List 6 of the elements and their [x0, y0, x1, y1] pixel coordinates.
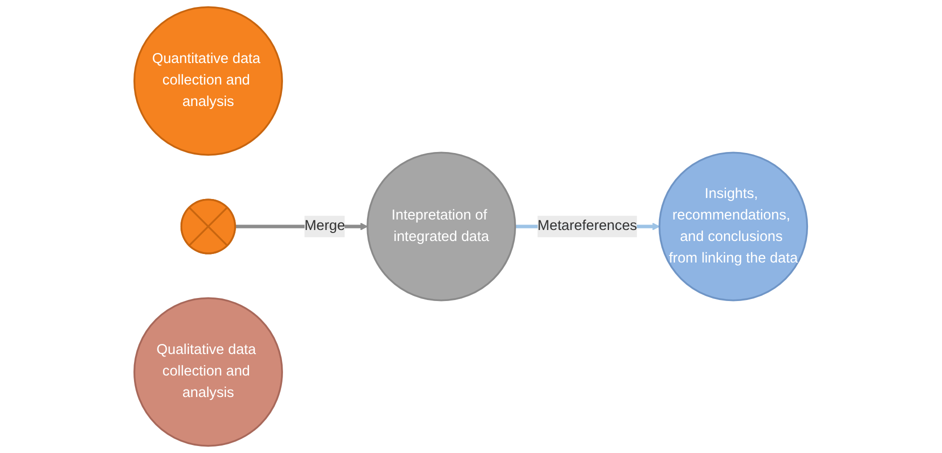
node-circle: Insights, recommendations, and conclusions from linking the data [658, 152, 808, 302]
node-circle: Quantitative data collection and analysis [134, 6, 284, 156]
edge-label: Merge [304, 218, 346, 234]
edge-label: Metareferences [538, 218, 638, 234]
node-circle: Qualitative data collection and analysis [134, 297, 284, 447]
node-circle: Intepretation of integrated data [366, 152, 516, 302]
